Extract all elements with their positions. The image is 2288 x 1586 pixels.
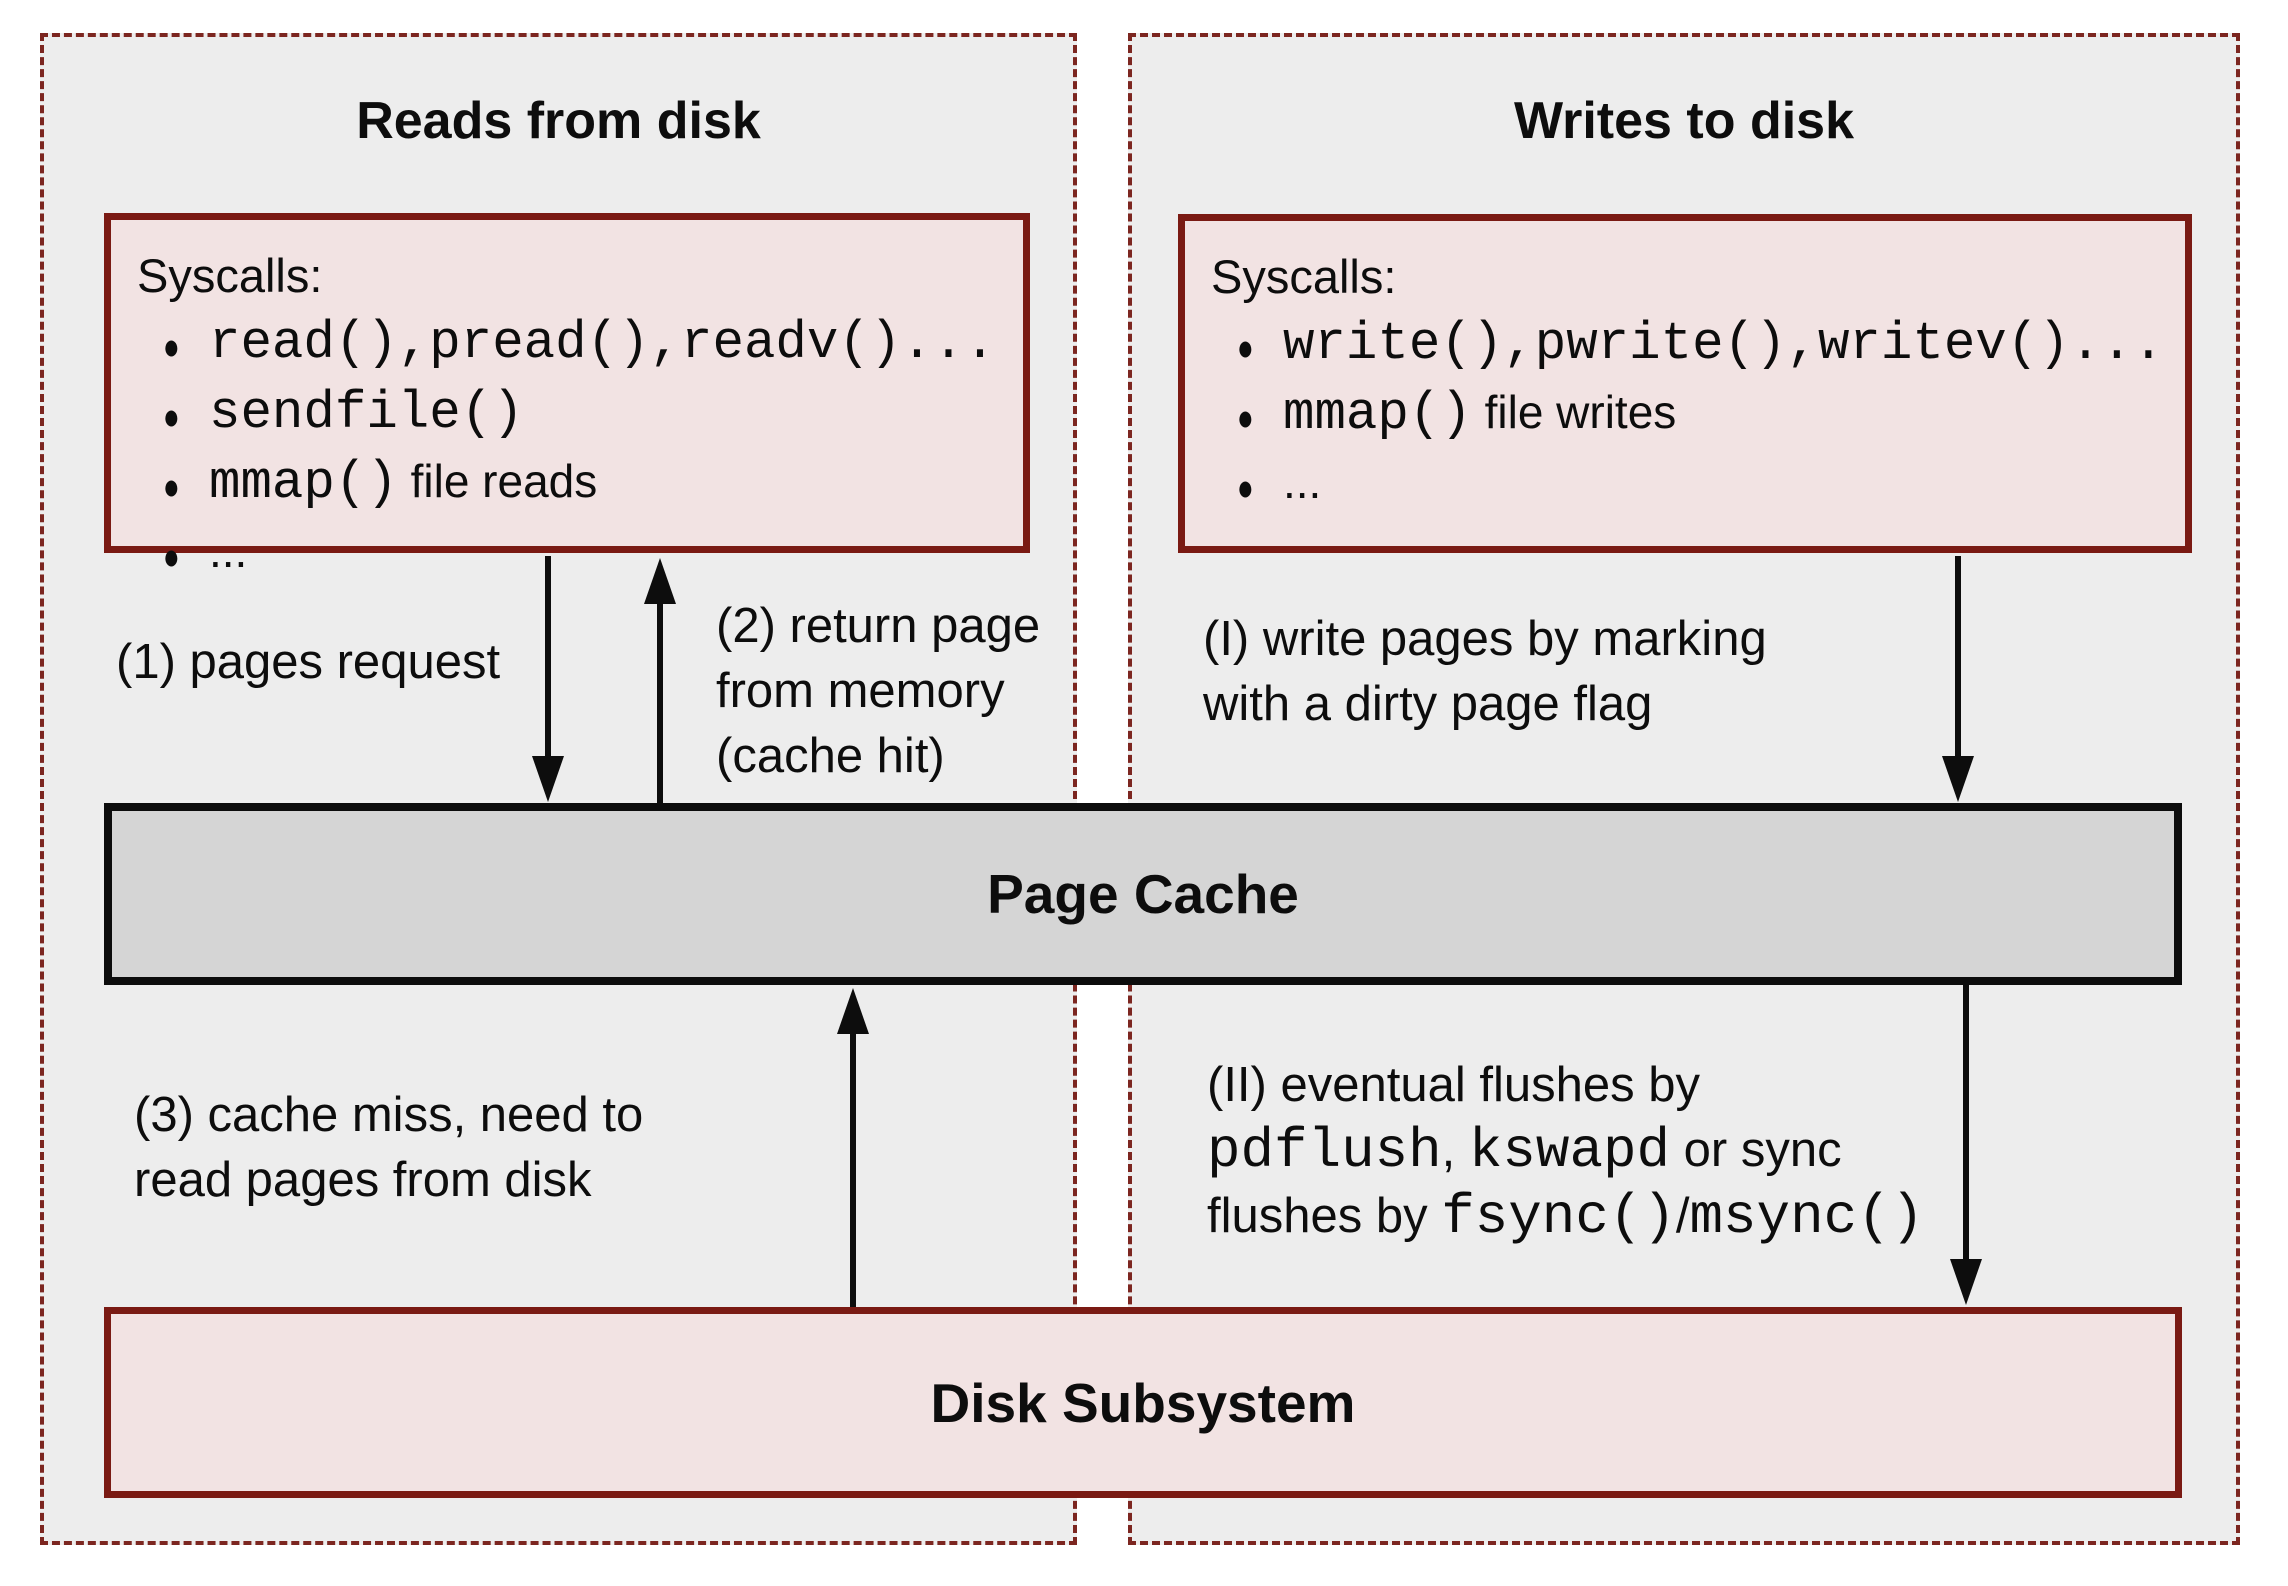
syscall-item: ● ... (1237, 455, 2173, 514)
read-syscalls-list: ● read(),pread(),readv()... ● sendfile()… (137, 314, 1011, 582)
label-text: , (1441, 1123, 1469, 1177)
reads-title: Reads from disk (356, 92, 761, 150)
bullet-icon: ● (163, 395, 180, 438)
syscall-item: ● ... (163, 524, 1011, 583)
code-term: msync() (1689, 1185, 1925, 1249)
syscall-code: sendfile() (209, 383, 524, 444)
arrow-shaft (1955, 556, 1961, 758)
flush-label: (II) eventual flushes by pdflush, kswapd… (1207, 1053, 1924, 1250)
label-text: flushes by (1207, 1189, 1442, 1243)
code-term: kswapd (1468, 1119, 1671, 1183)
label-line: (3) cache miss, need to (134, 1088, 644, 1142)
syscall-item: ● write(),pwrite(),writev()... (1237, 315, 2173, 374)
syscalls-heading: Syscalls: (1211, 250, 1397, 303)
label-text: or sync (1670, 1123, 1842, 1177)
label-text: / (1675, 1189, 1690, 1243)
syscall-item: ● mmap() file reads (163, 452, 1011, 513)
bullet-icon: ● (163, 534, 180, 577)
arrow-shaft (850, 1032, 856, 1307)
code-term: fsync() (1441, 1185, 1676, 1249)
syscall-code: read(),pread(),readv()... (209, 313, 996, 374)
syscall-item: ● read(),pread(),readv()... (163, 314, 1011, 373)
bullet-icon: ● (1237, 396, 1254, 439)
pages-request-label: (1) pages request (116, 630, 500, 695)
arrow-down-icon (532, 756, 564, 802)
label-line: pdflush, kswapd or sync (1207, 1118, 1924, 1184)
bullet-icon: ● (163, 465, 180, 508)
syscall-text: mmap() file reads (209, 452, 598, 513)
syscall-item: ● mmap() file writes (1237, 385, 2173, 444)
syscall-plain: file reads (397, 454, 598, 507)
bullet-icon: ● (1237, 326, 1254, 369)
read-syscalls-box: Syscalls: ● read(),pread(),readv()... ● … (104, 213, 1030, 577)
arrow-shaft (657, 602, 663, 806)
disk-subsystem-bar: Disk Subsystem (104, 1307, 2182, 1498)
syscall-code: write(),pwrite(),writev()... (1283, 314, 2165, 375)
syscall-text: mmap() file writes (1283, 385, 1676, 444)
syscall-code: mmap() (1283, 384, 1472, 445)
cache-miss-label: (3) cache miss, need to read pages from … (134, 1083, 643, 1213)
return-page-label: (2) return page from memory (cache hit) (716, 594, 1040, 789)
page-cache-bar: Page Cache (104, 803, 2182, 985)
label-line: (II) eventual flushes by (1207, 1058, 1700, 1112)
disk-subsystem-label: Disk Subsystem (930, 1371, 1356, 1434)
arrow-shaft (1963, 985, 1969, 1261)
label-line: (I) write pages by marking (1203, 612, 1767, 666)
syscall-text: read(),pread(),readv()... (209, 314, 996, 373)
arrow-up-icon (837, 988, 869, 1034)
syscall-plain: ... (1283, 455, 1322, 508)
syscall-item: ● sendfile() (163, 384, 1011, 443)
arrow-down-icon (1950, 1259, 1982, 1305)
label-line: flushes by fsync()/msync() (1207, 1184, 1924, 1250)
writes-title: Writes to disk (1513, 92, 1854, 150)
bullet-icon: ● (1237, 466, 1254, 509)
label-line: read pages from disk (134, 1153, 592, 1207)
syscall-plain: file writes (1471, 386, 1677, 439)
label-line: (cache hit) (716, 729, 945, 783)
write-syscalls-list: ● write(),pwrite(),writev()... ● mmap() … (1211, 315, 2173, 513)
syscall-code: mmap() (209, 452, 398, 513)
write-pages-label: (I) write pages by marking with a dirty … (1203, 607, 1767, 737)
label-line: (2) return page (716, 599, 1041, 653)
label-line: with a dirty page flag (1203, 677, 1653, 731)
write-syscalls-box: Syscalls: ● write(),pwrite(),writev()...… (1178, 214, 2192, 553)
page-cache-label: Page Cache (987, 863, 1299, 925)
arrow-shaft (545, 556, 551, 758)
arrow-down-icon (1942, 756, 1974, 802)
syscall-plain: ... (209, 524, 248, 577)
bullet-icon: ● (163, 325, 180, 368)
syscalls-heading: Syscalls: (137, 249, 323, 302)
syscall-text: ... (209, 524, 247, 583)
code-term: pdflush (1207, 1119, 1442, 1183)
label-line: (1) pages request (116, 635, 501, 689)
label-line: from memory (716, 664, 1005, 718)
arrow-up-icon (644, 558, 676, 604)
syscall-text: write(),pwrite(),writev()... (1283, 315, 2164, 374)
syscall-text: sendfile() (209, 384, 524, 443)
syscall-text: ... (1283, 455, 1321, 514)
